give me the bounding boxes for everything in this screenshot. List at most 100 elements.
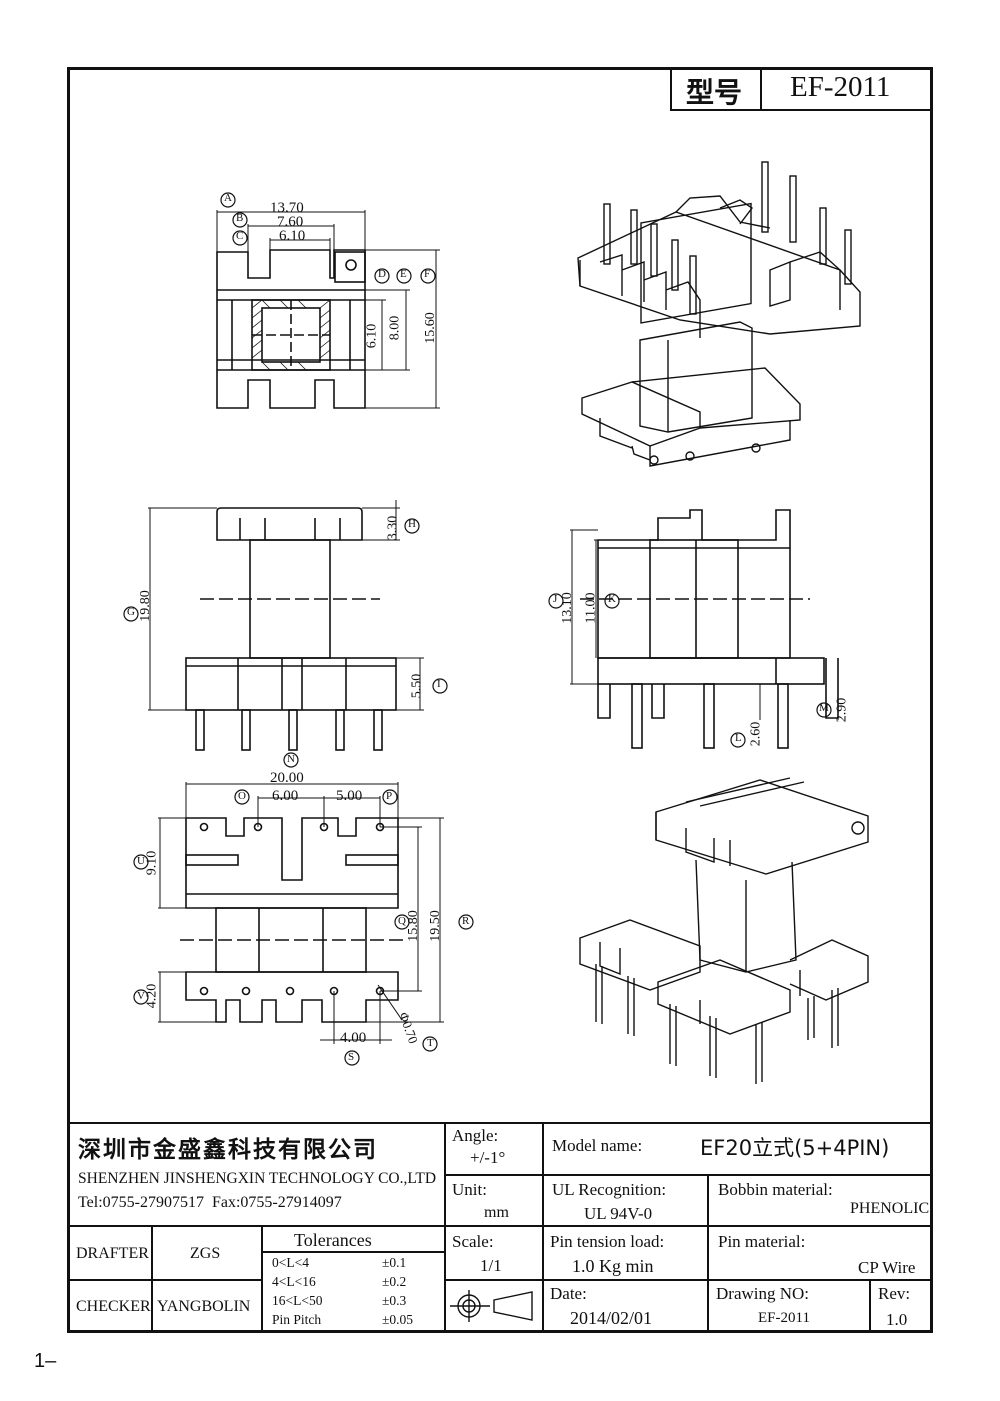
tag-c: C xyxy=(236,230,244,242)
checker-value: YANGBOLIN xyxy=(157,1298,251,1315)
dim-d-value: 6.10 xyxy=(364,323,380,349)
title-block-lines xyxy=(67,1122,933,1333)
iso-view-pins-up xyxy=(577,161,861,467)
dim-n-value: 20.00 xyxy=(270,770,304,786)
dim-f-value: 15.60 xyxy=(422,312,438,344)
tolerance-value: ±0.05 xyxy=(382,1312,414,1327)
tag-i: I xyxy=(437,678,441,690)
tag-b: B xyxy=(236,212,244,224)
pin-material-value: CP Wire xyxy=(858,1258,916,1277)
tag-g: G xyxy=(127,606,135,618)
tolerance-row: 0<L<4 ±0.1 xyxy=(272,1255,442,1274)
tag-m: M xyxy=(819,702,829,714)
drawing-sheet xyxy=(67,67,933,1333)
tag-h: H xyxy=(408,518,416,530)
dim-m-value: 2.90 xyxy=(834,697,850,723)
iso-view-pins-down xyxy=(579,777,869,1084)
tag-r: R xyxy=(462,915,470,927)
dim-b-value: 7.60 xyxy=(277,214,304,230)
dim-k-value: 11.00 xyxy=(583,592,599,624)
bobbin-material-value: PHENOLIC xyxy=(850,1200,930,1217)
tolerance-range: 16<L<50 xyxy=(272,1293,323,1308)
unit-label: Unit: xyxy=(452,1180,487,1199)
tolerance-value: ±0.2 xyxy=(382,1274,407,1289)
tolerance-row: Pin Pitch ±0.05 xyxy=(272,1312,442,1331)
model-name-value: EF20立式(5+4PIN) xyxy=(700,1136,890,1160)
pin-tension-value: 1.0 Kg min xyxy=(572,1256,654,1276)
dim-g-value: 19.80 xyxy=(137,590,153,622)
tag-v: V xyxy=(137,990,145,1002)
drawing-no-label: Drawing NO: xyxy=(716,1284,810,1303)
pin-material-label: Pin material: xyxy=(718,1232,806,1251)
model-value: EF-2011 xyxy=(790,71,891,103)
tag-l: L xyxy=(735,732,742,744)
checker-label: CHECKER xyxy=(76,1298,151,1315)
scale-value: 1/1 xyxy=(480,1256,502,1275)
tag-a: A xyxy=(224,192,232,204)
front-view xyxy=(123,500,448,751)
tag-j: J xyxy=(553,593,558,605)
model-label: 型号 xyxy=(686,76,743,109)
dim-r-value: 19.50 xyxy=(427,910,443,942)
drafter-value: ZGS xyxy=(190,1245,221,1262)
tolerance-range: 4<L<16 xyxy=(272,1274,316,1289)
drawing-no-value: EF-2011 xyxy=(758,1310,810,1326)
tag-q: Q xyxy=(398,915,406,927)
ul-value: UL 94V-0 xyxy=(584,1204,653,1223)
dim-l-value: 2.60 xyxy=(748,721,764,747)
angle-value: +/-1° xyxy=(470,1148,506,1167)
dim-a-value: 13.70 xyxy=(270,200,304,216)
model-header-box: 型号 EF-2011 xyxy=(670,67,933,111)
tag-u: U xyxy=(137,855,145,867)
tolerance-value: ±0.3 xyxy=(382,1293,407,1308)
date-label: Date: xyxy=(550,1284,587,1303)
scale-label: Scale: xyxy=(452,1232,494,1251)
dim-p-value: 5.00 xyxy=(336,788,363,804)
dim-v-value: 4.20 xyxy=(144,983,160,1009)
unit-value: mm xyxy=(484,1204,509,1221)
tag-t: T xyxy=(427,1037,434,1049)
tolerance-range: Pin Pitch xyxy=(272,1312,322,1327)
page-number: 1– xyxy=(34,1350,57,1372)
rev-value: 1.0 xyxy=(886,1310,908,1329)
company-name-cn: 深圳市金盛鑫科技有限公司 xyxy=(78,1137,378,1163)
bobbin-material-label: Bobbin material: xyxy=(718,1180,833,1199)
pin-tension-label: Pin tension load: xyxy=(550,1232,665,1251)
tag-k: K xyxy=(608,593,616,605)
dim-e-value: 8.00 xyxy=(387,315,403,341)
tolerances-title: Tolerances xyxy=(294,1230,372,1250)
tag-s: S xyxy=(348,1051,355,1063)
tag-d: D xyxy=(378,268,386,280)
tag-p: P xyxy=(386,790,393,802)
dim-o-value: 6.00 xyxy=(272,788,299,804)
tolerance-row: 16<L<50 ±0.3 xyxy=(272,1293,442,1312)
rev-label: Rev: xyxy=(878,1284,911,1303)
side-view xyxy=(548,509,839,749)
dim-c-value: 6.10 xyxy=(279,228,306,244)
tag-o: O xyxy=(238,790,246,802)
dim-h-value: 3.30 xyxy=(385,515,401,541)
drafter-label: DRAFTER xyxy=(76,1245,149,1262)
model-name-label: Model name: xyxy=(552,1136,643,1155)
company-name-en: SHENZHEN JINSHENGXIN TECHNOLOGY CO.,LTD xyxy=(78,1170,437,1187)
bottom-view xyxy=(133,752,474,1066)
dim-u-value: 9.10 xyxy=(144,850,160,876)
dim-j-value: 13.10 xyxy=(559,592,575,624)
company-contact: Tel:0755-27907517 Fax:0755-27914097 xyxy=(78,1194,342,1211)
date-value: 2014/02/01 xyxy=(570,1308,653,1328)
dim-q-value: 15.80 xyxy=(405,910,421,942)
tag-f: F xyxy=(424,268,431,280)
angle-label: Angle: xyxy=(452,1126,499,1145)
ul-label: UL Recognition: xyxy=(552,1180,667,1199)
dim-i-value: 5.50 xyxy=(409,673,425,699)
tolerance-value: ±0.1 xyxy=(382,1255,407,1270)
tag-n: N xyxy=(287,753,295,765)
dim-s-value: 4.00 xyxy=(340,1030,367,1046)
tolerance-table: 0<L<4 ±0.1 4<L<16 ±0.2 16<L<50 ±0.3 Pin … xyxy=(272,1255,442,1331)
top-view xyxy=(216,192,440,409)
projection-symbol xyxy=(450,1290,533,1322)
tolerance-range: 0<L<4 xyxy=(272,1255,309,1270)
tag-e: E xyxy=(400,268,407,280)
tolerance-row: 4<L<16 ±0.2 xyxy=(272,1274,442,1293)
